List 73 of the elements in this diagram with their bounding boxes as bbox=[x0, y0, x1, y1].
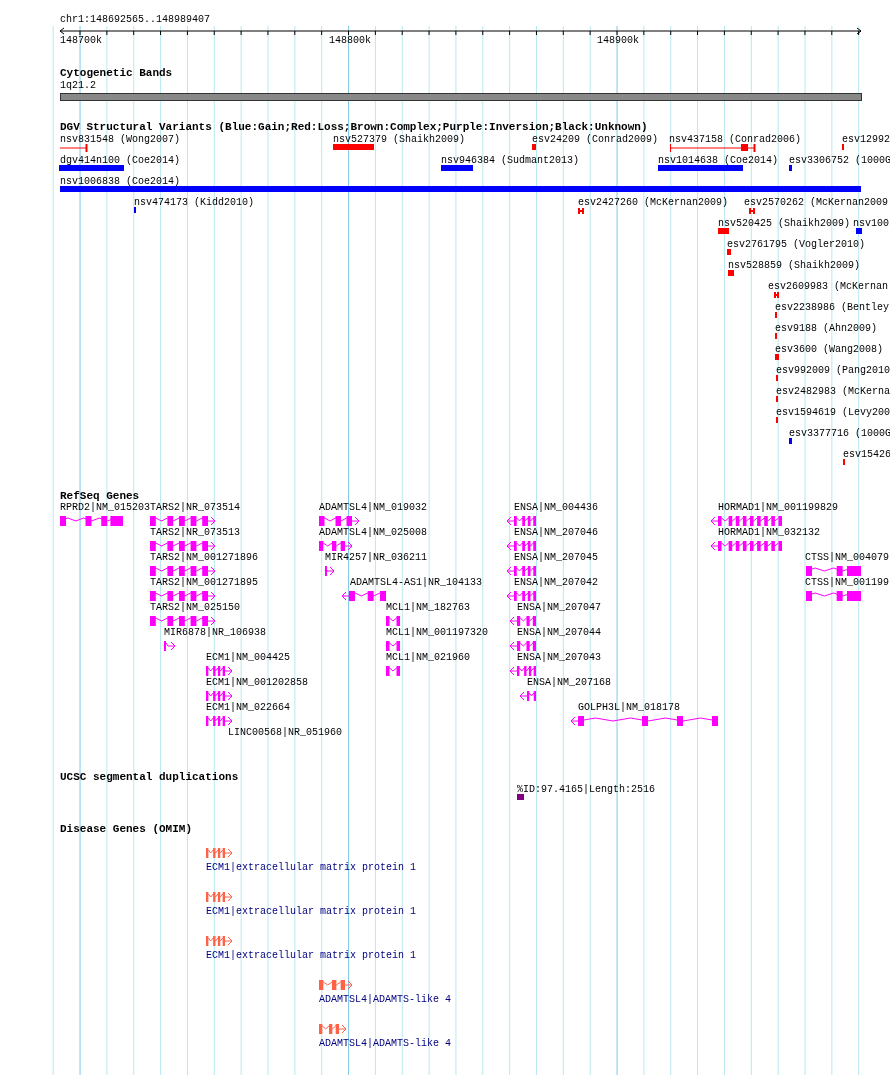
feature-label: TARS2|NM_001271895 bbox=[150, 577, 259, 589]
feature-label: ADAMTSL4|NM_019032 bbox=[319, 502, 428, 514]
feature-label: nsv100 bbox=[853, 218, 889, 230]
feature-label: esv3306752 (1000G bbox=[789, 155, 890, 167]
track-title: Disease Genes (OMIM) bbox=[60, 823, 193, 835]
feature-label: HORMAD1|NM_032132 bbox=[718, 527, 821, 539]
disease-gene-label: ECM1|extracellular matrix protein 1 bbox=[206, 906, 417, 918]
track-title: UCSC segmental duplications bbox=[60, 771, 239, 783]
feature-label: ADAMTSL4|NM_025008 bbox=[319, 527, 428, 539]
feature-label: TARS2|NR_073514 bbox=[150, 502, 240, 514]
feature-label: esv9188 (Ahn2009) bbox=[775, 323, 878, 335]
feature-label: esv2570262 (McKernan2009 bbox=[744, 197, 889, 209]
feature-label: esv2482983 (McKerna bbox=[776, 386, 890, 398]
track-title: Cytogenetic Bands bbox=[60, 67, 173, 79]
feature-label: esv2609983 (McKernan bbox=[768, 281, 889, 293]
feature-label: nsv831548 (Wong2007) bbox=[60, 134, 181, 146]
feature-label: esv1594619 (Levy200 bbox=[776, 407, 890, 419]
feature-label: ENSA|NM_207047 bbox=[517, 602, 601, 614]
feature-label: MCL1|NM_182763 bbox=[386, 602, 470, 614]
feature-label: MCL1|NM_021960 bbox=[386, 652, 470, 664]
track-title: RefSeq Genes bbox=[60, 490, 140, 502]
feature-label: MIR4257|NR_036211 bbox=[325, 552, 428, 564]
feature-label: ENSA|NM_207046 bbox=[514, 527, 598, 539]
feature-label: ECM1|NM_022664 bbox=[206, 702, 290, 714]
feature-label: CTSS|NM_004079 bbox=[805, 552, 889, 564]
feature-label: GOLPH3L|NM_018178 bbox=[578, 702, 681, 714]
feature-label: ADAMTSL4-AS1|NR_104133 bbox=[350, 577, 483, 589]
feature-label: ENSA|NM_207044 bbox=[517, 627, 601, 639]
feature-label: TARS2|NM_025150 bbox=[150, 602, 240, 614]
feature-label: nsv527379 (Shaikh2009) bbox=[333, 134, 466, 146]
feature-label: RPRD2|NM_015203 bbox=[60, 502, 150, 514]
coordinate-label: chr1:148692565..148989407 bbox=[60, 14, 211, 26]
feature-label: esv3377716 (1000G bbox=[789, 428, 890, 440]
feature-label: HORMAD1|NM_001199829 bbox=[718, 502, 839, 514]
feature-label: nsv1014638 (Coe2014) bbox=[658, 155, 779, 167]
feature-label: TARS2|NR_073513 bbox=[150, 527, 240, 539]
feature-label: esv12992 bbox=[842, 134, 890, 146]
feature-label: ENSA|NM_207168 bbox=[527, 677, 611, 689]
axis-tick-label: 148800k bbox=[329, 35, 371, 47]
feature-label: nsv474173 (Kidd2010) bbox=[134, 197, 255, 209]
feature-label: esv2238986 (Bentley bbox=[775, 302, 890, 314]
feature-label: esv992009 (Pang2010 bbox=[776, 365, 890, 377]
feature-label: nsv528859 (Shaikh2009) bbox=[728, 260, 861, 272]
feature-label: ENSA|NM_207043 bbox=[517, 652, 601, 664]
disease-gene-label: ECM1|extracellular matrix protein 1 bbox=[206, 862, 417, 874]
feature-label: ENSA|NM_004436 bbox=[514, 502, 598, 514]
feature-label: ECM1|NM_004425 bbox=[206, 652, 290, 664]
feature-label: ECM1|NM_001202858 bbox=[206, 677, 309, 689]
disease-gene-label: ADAMTSL4|ADAMTS-like 4 bbox=[319, 1038, 452, 1050]
feature-label: esv24209 (Conrad2009) bbox=[532, 134, 659, 146]
feature-label: esv2427260 (McKernan2009) bbox=[578, 197, 729, 209]
feature-label: TARS2|NM_001271896 bbox=[150, 552, 259, 564]
feature-label: %ID:97.4165|Length:2516 bbox=[517, 784, 656, 796]
feature-label: esv3600 (Wang2008) bbox=[775, 344, 884, 356]
feature-label: esv2761795 (Vogler2010) bbox=[727, 239, 866, 251]
feature-label: nsv520425 (Shaikh2009) bbox=[718, 218, 851, 230]
feature-label: ENSA|NM_207045 bbox=[514, 552, 598, 564]
feature-label: CTSS|NM_001199 bbox=[805, 577, 889, 589]
feature-label: MIR6878|NR_106938 bbox=[164, 627, 267, 639]
feature-label: nsv437158 (Conrad2006) bbox=[669, 134, 802, 146]
feature-label: nsv946384 (Sudmant2013) bbox=[441, 155, 580, 167]
feature-label: MCL1|NM_001197320 bbox=[386, 627, 489, 639]
track-title: DGV Structural Variants (Blue:Gain;Red:Loss;Brown:Complex;Purple:Inversion;Black:Unknown) bbox=[60, 121, 648, 133]
disease-gene-label: ADAMTSL4|ADAMTS-like 4 bbox=[319, 994, 452, 1006]
feature-label: esv15426 bbox=[843, 449, 890, 461]
axis-tick-label: 148900k bbox=[597, 35, 639, 47]
axis-tick-label: 148700k bbox=[60, 35, 102, 47]
disease-gene-label: ECM1|extracellular matrix protein 1 bbox=[206, 950, 417, 962]
band-label: 1q21.2 bbox=[60, 80, 96, 92]
feature-label: dgv414n100 (Coe2014) bbox=[60, 155, 181, 167]
feature-label: ENSA|NM_207042 bbox=[514, 577, 598, 589]
feature-label: nsv1006838 (Coe2014) bbox=[60, 176, 181, 188]
feature-label: LINC00568|NR_051960 bbox=[228, 727, 343, 739]
